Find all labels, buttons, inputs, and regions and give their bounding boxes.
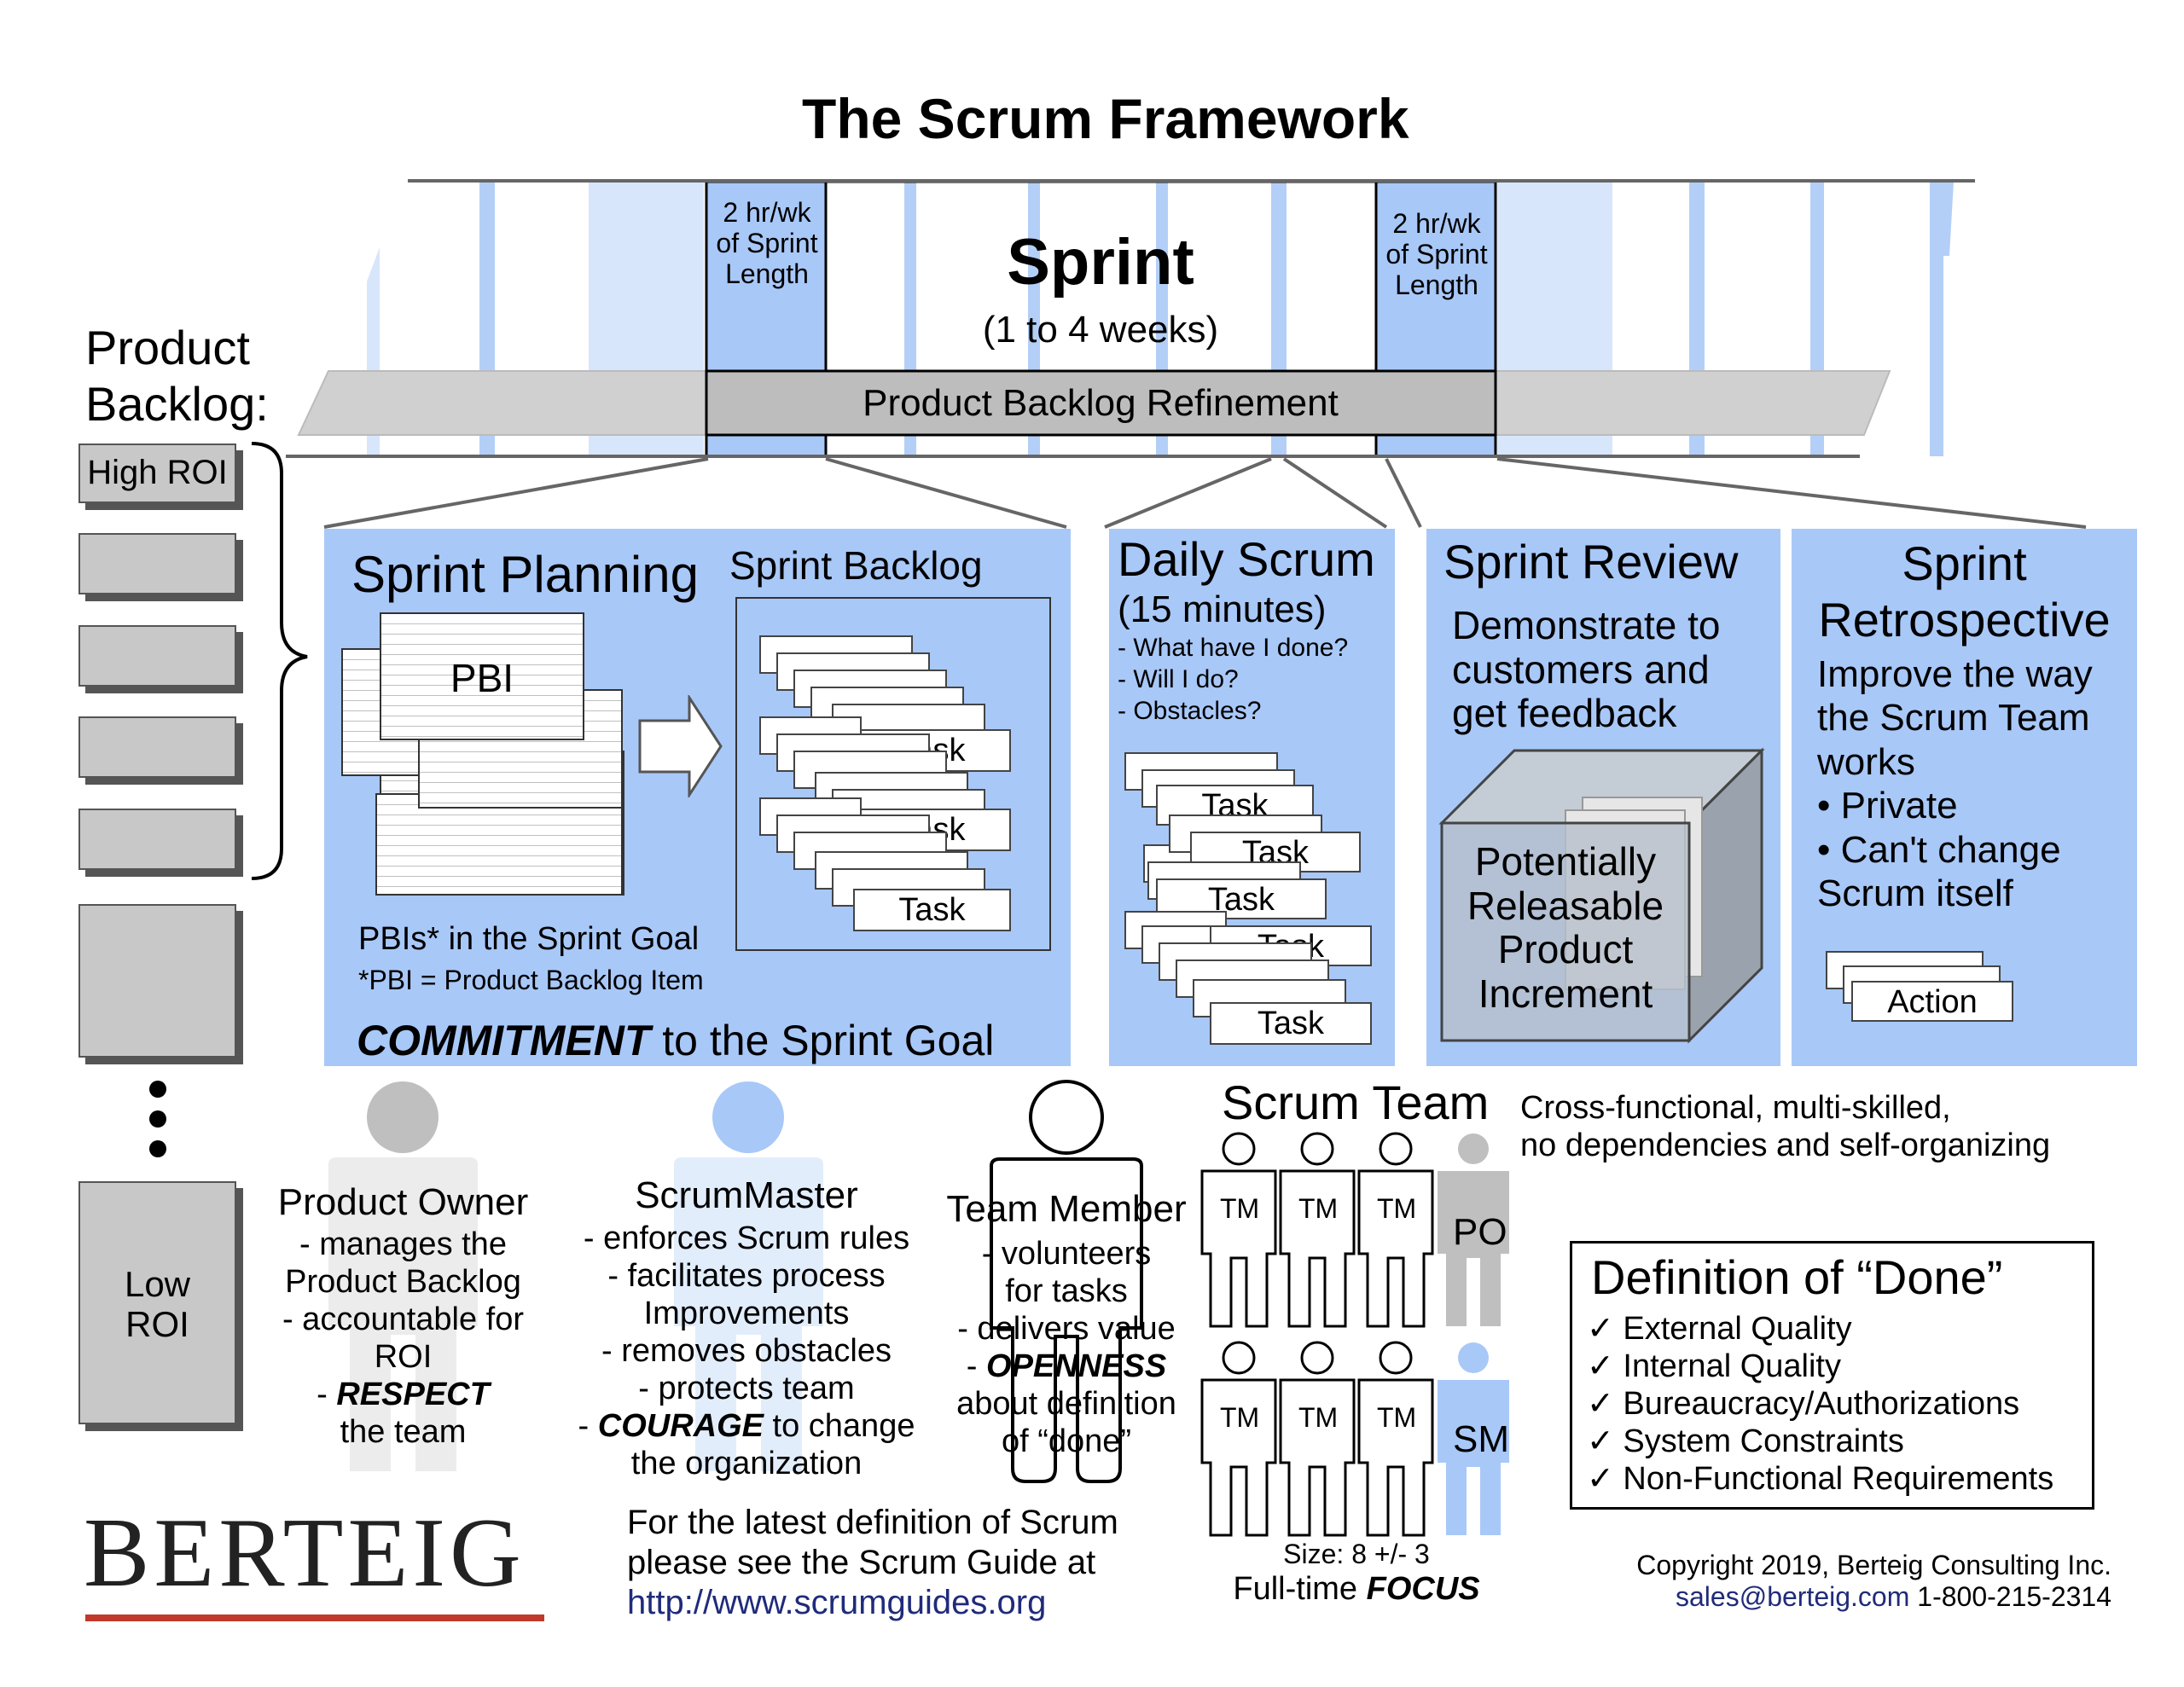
sprint-backlog-box [735, 597, 1051, 951]
email-link[interactable]: sales@berteig.com [1676, 1581, 1910, 1612]
product-owner-duties: - manages the Product Backlog - accounta… [282, 1226, 525, 1451]
dod-item: ✓ Non-Functional Requirements [1587, 1461, 2054, 1497]
scrummaster-title: ScrumMaster [635, 1174, 858, 1216]
increment-cube [1438, 747, 1765, 1044]
backlog-item [78, 625, 236, 687]
backlog-item [78, 533, 236, 594]
page-title: The Scrum Framework [802, 87, 1409, 150]
sprint-timeline [286, 179, 2087, 529]
tm-label: TM [1377, 1193, 1417, 1224]
refinement-label: Product Backlog Refinement [863, 382, 1339, 424]
scrum-team-desc: Cross-functional, multi-skilled, no depe… [1520, 1090, 2051, 1163]
action-card: Action [1851, 981, 2013, 1022]
daily-scrum-title: Daily Scrum [1118, 532, 1375, 586]
backlog-item [78, 809, 236, 870]
tm-label: TM [1377, 1402, 1417, 1433]
sprint-title: Sprint [1007, 226, 1194, 299]
definition-of-done-title: Definition of “Done” [1591, 1250, 2003, 1304]
task-card: Task [1156, 878, 1327, 919]
scrum-guide-note: For the latest definition of Scrum pleas… [627, 1503, 1118, 1624]
backlog-item-low-roi: Low ROI [78, 1181, 236, 1424]
ellipsis-icon [149, 1081, 166, 1157]
scrummaster-figure [674, 1081, 823, 1471]
product-owner-figure [328, 1081, 478, 1471]
definition-of-done-box [1570, 1241, 2094, 1510]
backlog-item-high-roi: High ROI [78, 443, 236, 503]
backlog-title: Product Backlog: [85, 321, 269, 432]
sprint-backlog-title: Sprint Backlog [729, 543, 983, 588]
team-member-figure [990, 1080, 1143, 1483]
sprint-review-title: Sprint Review [1443, 535, 1739, 588]
sprint-retrospective-desc: Improve the way the Scrum Team works • P… [1817, 653, 2093, 915]
tm-label: TM [1220, 1402, 1260, 1433]
scrum-guide-link[interactable]: http://www.scrumguides.org [627, 1584, 1047, 1622]
scrum-team-title: Scrum Team [1222, 1075, 1490, 1129]
scrum-team-figures [1200, 1132, 1509, 1537]
daily-scrum-questions: - What have I done? - Will I do? - Obsta… [1118, 634, 1349, 725]
sprint-retrospective-title: Sprint Retrospective [1818, 536, 2111, 647]
sprint-review-desc: Demonstrate to customers and get feedbac… [1452, 603, 1721, 736]
scrummaster-duties: - enforces Scrum rules - facilitates pro… [578, 1220, 915, 1482]
dod-item: ✓ External Quality [1587, 1311, 1852, 1347]
pbi-definition: *PBI = Product Backlog Item [358, 965, 704, 995]
pbi-card [375, 793, 623, 896]
sprint-planning-title: Sprint Planning [351, 546, 699, 603]
sprint-duration: (1 to 4 weeks) [982, 309, 1219, 351]
arrow-right-icon [638, 695, 723, 797]
team-size: Size: 8 +/- 3 [1283, 1539, 1430, 1569]
commitment-statement: COMMITMENT to the Sprint Goal [357, 1017, 995, 1064]
copyright: Copyright 2019, Berteig Consulting Inc. [1636, 1550, 2111, 1580]
refinement-note-left: 2 hr/wk of Sprint Length [716, 197, 818, 289]
refinement-note-right: 2 hr/wk of Sprint Length [1385, 208, 1488, 300]
pbi-label: PBI [450, 656, 514, 700]
increment-label: Potentially Releasable Product Increment [1467, 839, 1664, 1016]
pbi-card [380, 612, 584, 740]
product-owner-title: Product Owner [277, 1181, 529, 1223]
logo-underline [85, 1615, 544, 1621]
daily-scrum-duration: (15 minutes) [1118, 588, 1327, 630]
backlog-brace [251, 442, 308, 880]
po-label: PO [1453, 1211, 1507, 1253]
berteig-logo: BERTEIG [84, 1499, 526, 1608]
tm-label: TM [1298, 1402, 1339, 1433]
backlog-item [78, 904, 236, 1058]
task-card: Task [1210, 1002, 1372, 1045]
pbis-goal-label: PBIs* in the Sprint Goal [358, 921, 700, 957]
task-card: Task [853, 889, 1011, 931]
team-member-duties: - volunteers for tasks - delivers value … [956, 1236, 1176, 1460]
team-focus: Full-time FOCUS [1233, 1571, 1480, 1607]
backlog-item [78, 716, 236, 778]
contact-info: sales@berteig.com 1-800-215-2314 [1676, 1581, 2111, 1612]
dod-item: ✓ Internal Quality [1587, 1348, 1841, 1384]
team-member-title: Team Member [946, 1188, 1187, 1230]
sm-label: SM [1453, 1418, 1509, 1460]
tm-label: TM [1220, 1193, 1260, 1224]
tm-label: TM [1298, 1193, 1339, 1224]
dod-item: ✓ Bureaucracy/Authorizations [1587, 1386, 2020, 1422]
dod-item: ✓ System Constraints [1587, 1423, 1904, 1459]
